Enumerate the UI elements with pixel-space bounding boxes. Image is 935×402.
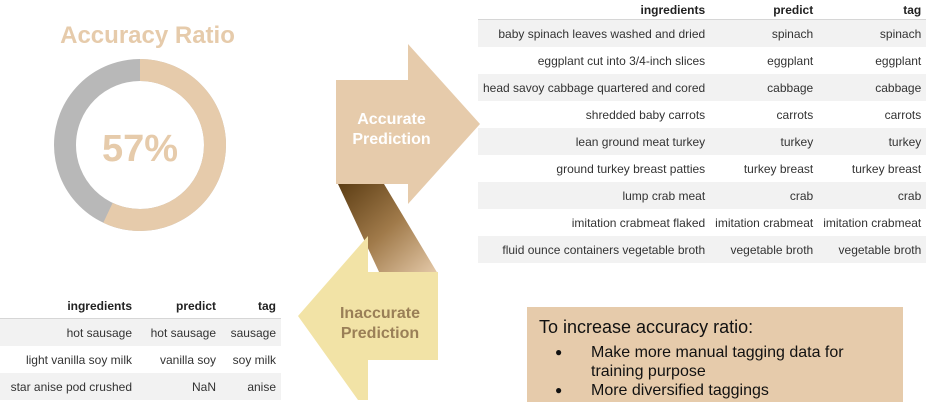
improvement-note: To increase accuracy ratio: Make more ma… [527,307,903,402]
cell-tag: spinach [818,19,927,47]
cell-predict: vegetable broth [710,236,819,263]
donut-accurate-arc [54,59,226,231]
note-list: Make more manual tagging data for traini… [539,343,891,400]
cell-tag: eggplant [875,53,922,68]
accurate-arrow [336,44,480,204]
connector-band [338,184,438,274]
accurate-predictions-table: ingredients predict tag baby spinach lea… [478,0,927,263]
table-row: light vanilla soy milk vanilla soy soy mil… [0,346,281,373]
cell-predict: imitation crabmeat [715,215,814,230]
cell-tag: crab [818,182,927,209]
header-ingredients: ingredients [0,294,137,319]
cell-ingredients: hot sausage [0,318,137,346]
cell-predict: vanilla soy [159,352,216,367]
inaccurate-arrow [298,236,438,400]
accuracy-percent: 57% [101,128,179,170]
cell-tag: turkey breast [851,161,922,176]
header-ingredients: ingredients [478,0,711,20]
cell-ingredients: lean ground meat turkey [478,128,711,155]
accurate-prediction-label: Accurate Prediction [352,111,431,148]
cell-tag: carrots [884,107,922,122]
cell-ingredients: ground turkey breast patties [556,161,706,176]
cell-tag: sausage [221,318,281,346]
header-predict: predict [137,294,221,319]
cell-tag: vegetable broth [818,236,927,263]
cell-predict: spinach [710,19,819,47]
cell-ingredients: star anise pod crushed [0,373,137,400]
cell-predict: turkey breast [743,161,814,176]
table-header-row: ingredients predict tag [478,0,927,20]
cell-ingredients: lump crab meat [478,182,711,209]
header-predict: predict [710,0,819,20]
header-tag: tag [818,0,927,20]
cell-predict: carrots [776,107,814,122]
cell-tag: turkey [818,128,927,155]
cell-tag: anise [221,373,281,400]
header-tag: tag [221,294,281,319]
table-row: shredded baby carrots carrots carrots [478,101,926,128]
cell-ingredients: imitation crabmeat flaked [571,215,706,230]
chart-title: Accuracy Ratio [60,22,235,49]
cell-ingredients: eggplant cut into 3/4-inch slices [537,53,706,68]
note-title: To increase accuracy ratio: [539,317,754,337]
table-row: ground turkey breast patties turkey breas… [478,155,926,182]
cell-predict: turkey [710,128,819,155]
cell-predict: cabbage [710,74,819,101]
cell-tag: cabbage [818,74,927,101]
note-item: More diversified taggings [555,381,891,400]
cell-tag: imitation crabmeat [823,215,922,230]
table-row: eggplant cut into 3/4-inch slices eggplan… [478,47,926,74]
accuracy-donut [54,59,226,231]
cell-ingredients: fluid ounce containers vegetable broth [478,236,711,263]
cell-predict: crab [710,182,819,209]
cell-ingredients: light vanilla soy milk [25,352,132,367]
cell-predict: hot sausage [137,318,221,346]
cell-predict: eggplant [767,53,814,68]
inaccurate-prediction-label: Inaccurate Prediction [339,305,421,342]
cell-predict: NaN [137,373,221,400]
cell-ingredients: baby spinach leaves washed and dried [478,19,711,47]
cell-ingredients: head savoy cabbage quartered and cored [478,74,711,101]
note-item: Make more manual tagging data for traini… [555,343,891,381]
cell-ingredients: shredded baby carrots [585,107,706,122]
table-row: imitation crabmeat flaked imitation crabm… [478,209,926,236]
table-header-row: ingredients predict tag [0,294,281,319]
cell-tag: soy milk [232,352,276,367]
